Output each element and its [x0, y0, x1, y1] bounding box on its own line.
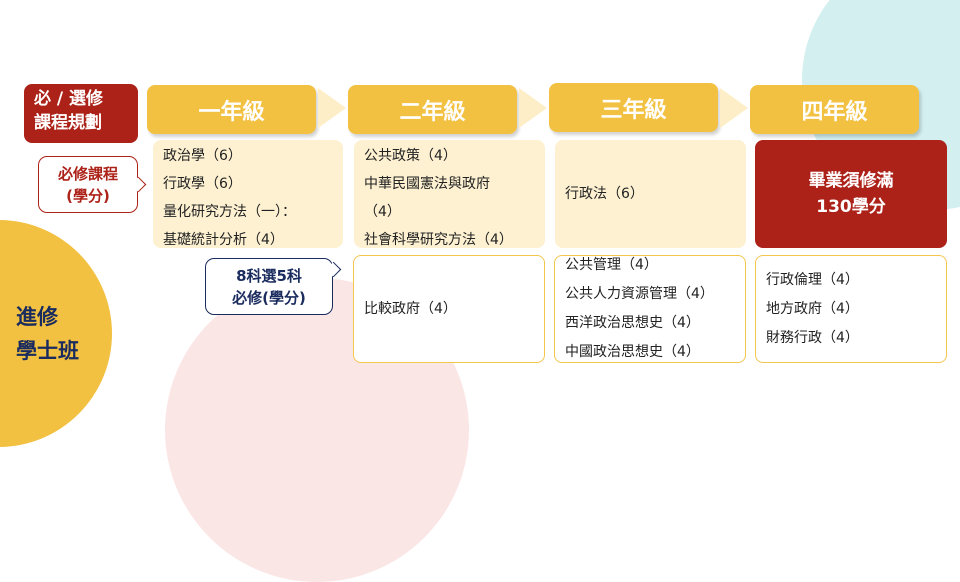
required-courses-callout: 必修課程 (學分): [38, 156, 138, 213]
course-item: 公共政策（4）: [364, 148, 457, 164]
year3-elective-box: 公共管理（4） 公共人力資源管理（4） 西洋政治思想史（4） 中國政治思想史（4…: [554, 255, 746, 363]
course-item: 比較政府（4）: [364, 300, 457, 317]
arrow-right-icon: [720, 88, 748, 128]
program-label-line1: 進修: [16, 305, 58, 329]
year4-elective-box: 行政倫理（4） 地方政府（4） 財務行政（4）: [755, 255, 947, 363]
required-callout-line2: (學分): [66, 186, 110, 205]
plan-title: 必 / 選修 課程規劃: [24, 84, 138, 143]
course-item: 公共人力資源管理（4）: [565, 286, 714, 302]
course-item: 西洋政治思想史（4）: [565, 315, 700, 331]
year2-required-box: 公共政策（4） 中華民國憲法與政府 （4） 社會科學研究方法（4）: [354, 140, 545, 248]
arrow-right-icon: [318, 88, 346, 128]
year-header-3: 三年級: [549, 83, 718, 132]
year-header-4: 四年級: [750, 85, 919, 134]
course-item: 公共管理（4）: [565, 257, 658, 273]
course-item: 中華民國憲法與政府: [364, 176, 490, 192]
year2-elective-box: 比較政府（4）: [353, 255, 545, 363]
course-item: 中國政治思想史（4）: [565, 344, 700, 360]
course-item: 基礎統計分析（4）: [163, 232, 284, 248]
required-callout-line1: 必修課程: [57, 164, 118, 183]
year3-required-box: 行政法（6）: [555, 140, 746, 248]
plan-title-line1: 必 / 選修: [34, 89, 104, 109]
elective-courses-callout: 8科選5科 必修(學分): [205, 258, 333, 315]
course-item: 社會科學研究方法（4）: [364, 232, 513, 248]
year-header-1: 一年級: [147, 85, 316, 134]
year-header-2: 二年級: [348, 85, 517, 134]
graduation-line2: 130學分: [816, 197, 886, 217]
course-item: 財務行政（4）: [766, 329, 859, 346]
course-item: 量化研究方法（一）：: [163, 204, 296, 220]
elective-callout-line1: 8科選5科: [236, 266, 302, 285]
graduation-line1: 畢業須修滿: [808, 171, 894, 191]
course-item: 行政倫理（4）: [766, 271, 859, 288]
year1-required-box: 政治學（6） 行政學（6） 量化研究方法（一）： 基礎統計分析（4）: [153, 140, 343, 248]
program-label-line2: 學士班: [16, 339, 79, 363]
plan-title-line2: 課程規劃: [34, 113, 102, 133]
graduation-requirement-box: 畢業須修滿 130學分: [755, 140, 947, 248]
course-item: （4）: [364, 204, 401, 220]
elective-callout-line2: 必修(學分): [232, 288, 306, 307]
arrow-right-icon: [519, 88, 547, 128]
course-item: 政治學（6）: [163, 148, 242, 164]
course-item: 行政學（6）: [163, 176, 242, 192]
course-item: 行政法（6）: [565, 186, 644, 202]
program-label: 進修 學士班: [16, 300, 79, 368]
course-item: 地方政府（4）: [766, 300, 859, 317]
